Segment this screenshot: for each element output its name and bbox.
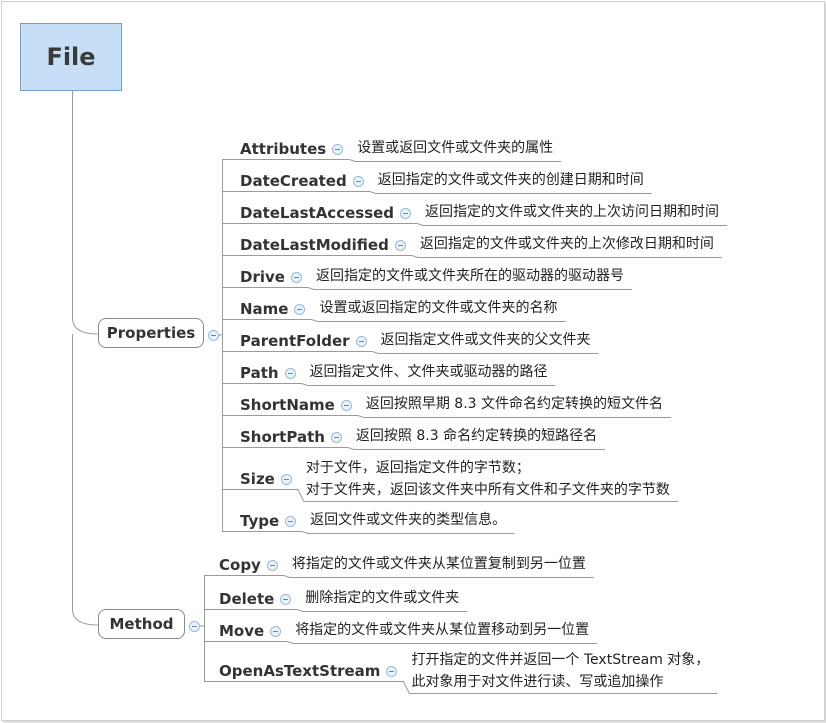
- branch-label-method: Method: [109, 615, 174, 633]
- method-collapse-minus-icon[interactable]: [189, 621, 200, 632]
- node-desc-datelastmodified: 返回指定的文件或文件夹的上次修改日期和时间: [420, 233, 714, 255]
- node-name-datecreated[interactable]: DateCreated: [240, 172, 347, 190]
- copy-collapse-minus-icon[interactable]: [266, 560, 278, 571]
- node-desc-shortname: 返回按照早期 8.3 文件命名约定转换的短文件名: [366, 393, 663, 415]
- datelastaccessed-collapse-minus-icon[interactable]: [400, 208, 412, 219]
- branch-label-properties: Properties: [106, 324, 196, 342]
- node-name-shortname[interactable]: ShortName: [240, 396, 335, 414]
- desc-line: 返回指定的文件或文件夹的上次修改日期和时间: [419, 236, 714, 252]
- drive-collapse-minus-icon[interactable]: [290, 272, 302, 283]
- root-label: File: [46, 43, 96, 71]
- node-desc-size: 对于文件，返回指定文件的字节数； 对于文件夹，返回该文件夹中所有文件和子文件夹的字…: [306, 457, 670, 501]
- node-desc-delete: 删除指定的文件或文件夹: [305, 587, 459, 609]
- node-desc-shortpath: 返回按照 8.3 命名约定转换的短路径名: [356, 425, 597, 447]
- node-name-datelastmodified[interactable]: DateLastModified: [240, 236, 389, 254]
- node-desc-name: 设置或返回指定的文件或文件夹的名称: [319, 297, 557, 319]
- desc-line: 返回按照早期 8.3 文件命名约定转换的短文件名: [365, 396, 664, 412]
- desc-line: 返回指定的文件或文件夹的创建日期和时间: [377, 172, 644, 188]
- node-name-shortpath[interactable]: ShortPath: [240, 428, 325, 446]
- node-name-openastextstream[interactable]: OpenAsTextStream: [219, 662, 381, 680]
- node-desc-datecreated: 返回指定的文件或文件夹的创建日期和时间: [378, 169, 644, 191]
- size-collapse-minus-icon[interactable]: [280, 474, 292, 485]
- node-desc-parentfolder: 返回指定文件或文件夹的父文件夹: [381, 329, 591, 351]
- node-desc-type: 返回文件或文件夹的类型信息。: [310, 509, 506, 531]
- node-name-datelastaccessed[interactable]: DateLastAccessed: [240, 204, 395, 222]
- desc-line: 返回文件或文件夹的类型信息。: [310, 512, 507, 528]
- properties-collapse-minus-icon[interactable]: [208, 330, 219, 341]
- node-name-size[interactable]: Size: [240, 470, 275, 488]
- shortname-collapse-minus-icon[interactable]: [340, 400, 352, 411]
- node-desc-drive: 返回指定的文件或文件夹所在的驱动器的驱动器号: [316, 265, 624, 287]
- desc-line: 打开指定的文件并返回一个 TextStream 对象，: [411, 652, 710, 668]
- move-collapse-minus-icon[interactable]: [270, 626, 282, 637]
- node-name-parentfolder[interactable]: ParentFolder: [240, 332, 350, 350]
- desc-line: 返回指定的文件或文件夹所在的驱动器的驱动器号: [315, 268, 624, 284]
- desc-line: 删除指定的文件或文件夹: [305, 590, 460, 606]
- node-name-type[interactable]: Type: [240, 512, 280, 530]
- desc-line: 将指定的文件或文件夹从某位置移动到另一位置: [295, 622, 590, 638]
- node-desc-move: 将指定的文件或文件夹从某位置移动到另一位置: [295, 619, 589, 641]
- node-desc-openastextstream: 打开指定的文件并返回一个 TextStream 对象， 此对象用于对文件进行读、写…: [411, 649, 709, 693]
- attributes-collapse-minus-icon[interactable]: [332, 144, 344, 155]
- branch-node-method[interactable]: Method: [98, 609, 185, 639]
- node-desc-datelastaccessed: 返回指定的文件或文件夹的上次访问日期和时间: [425, 201, 719, 223]
- node-name-path[interactable]: Path: [240, 364, 279, 382]
- node-desc-copy: 将指定的文件或文件夹从某位置复制到另一位置: [292, 553, 586, 575]
- openastextstream-collapse-minus-icon[interactable]: [386, 666, 398, 677]
- node-name-move[interactable]: Move: [219, 622, 265, 640]
- desc-line: 返回按照 8.3 命名约定转换的短路径名: [355, 428, 598, 444]
- datelastmodified-collapse-minus-icon[interactable]: [394, 240, 406, 251]
- desc-line: 此对象用于对文件进行读、写或追加操作: [411, 674, 664, 690]
- node-desc-path: 返回指定文件、文件夹或驱动器的路径: [310, 361, 548, 383]
- desc-line: 设置或返回文件或文件夹的属性: [357, 140, 554, 156]
- name-collapse-minus-icon[interactable]: [294, 304, 306, 315]
- delete-collapse-minus-icon[interactable]: [280, 594, 292, 605]
- datecreated-collapse-minus-icon[interactable]: [352, 176, 364, 187]
- desc-line: 返回指定的文件或文件夹的上次访问日期和时间: [425, 204, 720, 220]
- node-name-attributes[interactable]: Attributes: [240, 140, 327, 158]
- root-node-file[interactable]: File: [20, 23, 122, 91]
- shortpath-collapse-minus-icon[interactable]: [330, 432, 342, 443]
- parentfolder-collapse-minus-icon[interactable]: [355, 336, 367, 347]
- branch-node-properties[interactable]: Properties: [98, 318, 204, 348]
- node-name-copy[interactable]: Copy: [219, 556, 261, 574]
- node-name-name[interactable]: Name: [240, 300, 289, 318]
- desc-line: 设置或返回指定的文件或文件夹的名称: [319, 300, 558, 316]
- desc-line: 返回指定文件、文件夹或驱动器的路径: [309, 364, 548, 380]
- type-collapse-minus-icon[interactable]: [285, 516, 297, 527]
- path-collapse-minus-icon[interactable]: [284, 368, 296, 379]
- desc-line: 对于文件，返回指定文件的字节数；: [305, 460, 530, 476]
- desc-line: 将指定的文件或文件夹从某位置复制到另一位置: [291, 556, 586, 572]
- node-name-delete[interactable]: Delete: [219, 590, 275, 608]
- node-name-drive[interactable]: Drive: [240, 268, 285, 286]
- node-desc-attributes: 设置或返回文件或文件夹的属性: [357, 137, 553, 159]
- desc-line: 对于文件夹，返回该文件夹中所有文件和子文件夹的字节数: [305, 482, 670, 498]
- desc-line: 返回指定文件或文件夹的父文件夹: [380, 332, 591, 348]
